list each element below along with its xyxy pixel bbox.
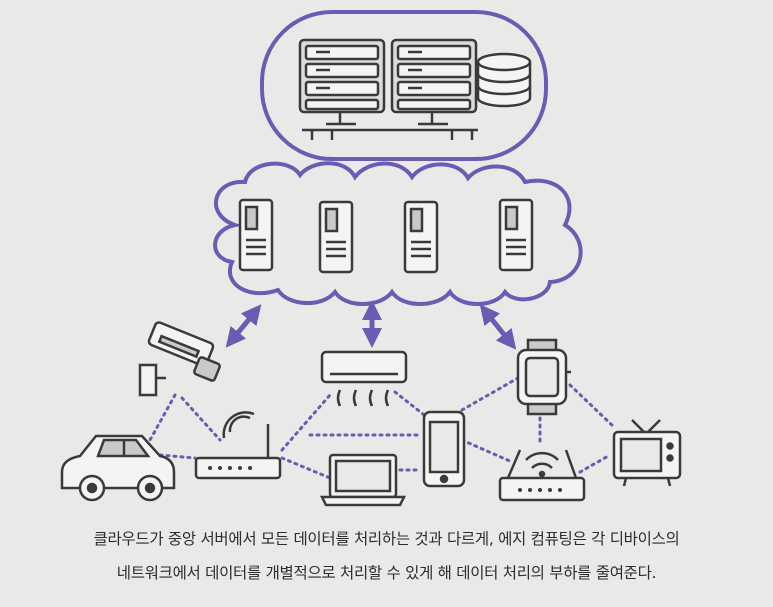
smartphone-icon	[422, 410, 466, 488]
server-rack-icon	[298, 38, 386, 124]
database-icon	[476, 52, 532, 108]
router-icon	[194, 411, 282, 480]
cloud-outline	[213, 161, 583, 306]
server-tower-icon	[403, 200, 439, 274]
smartwatch-icon	[516, 338, 571, 416]
diagram-canvas	[60, 10, 682, 507]
data-flow-arrows	[225, 300, 517, 350]
server-tower-icon	[238, 198, 274, 272]
data-center	[260, 10, 548, 161]
edge-cloud	[213, 161, 583, 306]
network-bus	[302, 122, 478, 140]
wifi-router-icon	[498, 449, 586, 502]
device-links	[148, 376, 617, 480]
television-icon	[612, 419, 682, 487]
cctv-camera-icon	[138, 321, 221, 397]
server-rack-icon	[390, 38, 478, 124]
server-tower-icon	[318, 200, 354, 274]
laptop-icon	[319, 453, 407, 507]
arrow-right	[479, 304, 517, 350]
data-center-boundary	[260, 10, 548, 161]
caption-line-1: 클라우드가 중앙 서버에서 모든 데이터를 처리하는 것과 다르게, 에지 컴퓨…	[93, 530, 680, 548]
server-tower-icon	[498, 198, 534, 272]
arrow-left	[225, 304, 262, 348]
air-conditioner-icon	[320, 350, 408, 407]
car-icon	[60, 434, 176, 502]
caption-line-2: 네트워크에서 데이터를 개별적으로 처리할 수 있게 해 데이터 처리의 부하를…	[116, 564, 657, 582]
